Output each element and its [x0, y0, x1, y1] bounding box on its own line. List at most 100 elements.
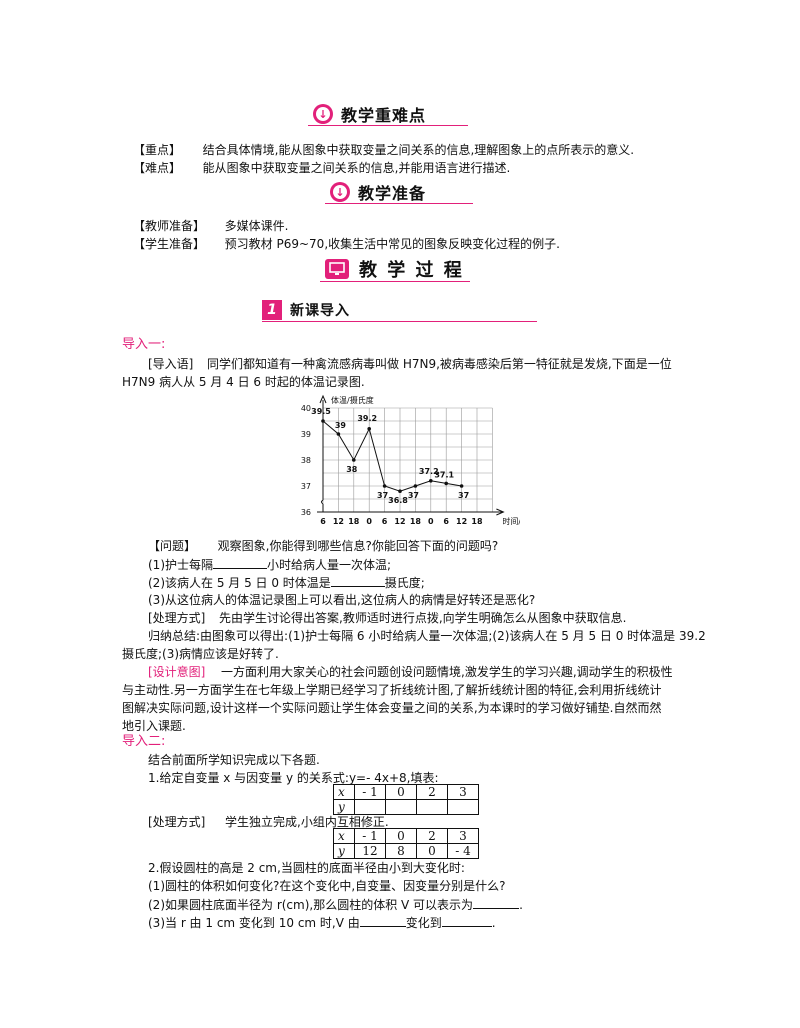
arrow-down-icon: ↓ — [313, 104, 333, 124]
x-tick-label: 18 — [410, 517, 422, 526]
summary-line1: 归纳总结:由图象可以得出:(1)护士每隔 6 小时给病人量一次体温;(2)该病人… — [148, 629, 706, 643]
series-line — [322, 420, 462, 492]
table-cell[interactable] — [416, 799, 448, 815]
data-label: 37 — [458, 491, 469, 500]
section-title-prep: ↓ 教学准备 — [330, 180, 426, 204]
data-label: 37 — [377, 491, 388, 500]
data-label: 37.1 — [434, 470, 454, 479]
student-prep-line: 【学生准备】 预习教材 P69~70,收集生活中常见的图象反映变化过程的例子. — [133, 236, 560, 252]
q3-line: (3)从这位病人的体温记录图上可以看出,这位病人的病情是好转还是恶化? — [148, 593, 536, 607]
data-label: 39.2 — [357, 414, 377, 423]
t2q3-text-b: 变化到 — [405, 916, 442, 930]
data-point — [336, 432, 341, 436]
data-label: 39.5 — [311, 407, 331, 416]
table-row: y — [333, 799, 479, 815]
y-tick-label: 39 — [301, 430, 311, 439]
x-tick-label: 12 — [333, 517, 344, 526]
answer-blank[interactable] — [473, 896, 520, 909]
x-tick-label: 6 — [382, 517, 388, 526]
divider — [308, 125, 468, 126]
table-cell[interactable] — [447, 799, 479, 815]
value-table-filled: x - 1 0 2 3 y 12 8 0 - 4 — [333, 828, 479, 859]
table-cell: y — [333, 799, 355, 815]
table-cell: 8 — [385, 843, 417, 859]
q2-line: (2)该病人在 5 月 5 日 0 时体温是 摄氏度; — [148, 574, 425, 591]
table-cell: 0 — [416, 843, 448, 859]
intro2-lead: 结合前面所学知识完成以下各题. — [148, 753, 320, 767]
answer-blank[interactable] — [330, 574, 385, 587]
section-title-text: 教学重难点 — [341, 106, 427, 125]
design-line1: [设计意图] 一方面利用大家关心的社会问题创设问题情境,激发学生的学习兴趣,调动… — [148, 664, 673, 680]
method-label: [处理方式] — [148, 611, 206, 625]
y-axis-label: 体温/摄氏度 — [331, 395, 374, 405]
data-label: 39 — [335, 421, 347, 430]
x-tick-label: 0 — [366, 517, 372, 526]
x-tick-label: 6 — [443, 517, 449, 526]
table-cell: x — [333, 784, 355, 800]
method-text: 先由学生讨论得出答案,教师适时进行点拨,向学生明确怎么从图象中获取信息. — [219, 611, 627, 625]
table-cell: 0 — [385, 784, 417, 800]
lead-text: 同学们都知道有一种禽流感病毒叫做 H7N9,被病毒感染后第一特征就是发烧,下面是… — [207, 357, 672, 371]
method-text: 学生独立完成,小组内互相修正. — [225, 815, 389, 829]
method-label: [处理方式] — [148, 815, 206, 829]
summary-line2: 摄氏度;(3)病情应该是好转了. — [122, 647, 279, 661]
value-table-empty: x - 1 0 2 3 y — [333, 784, 479, 815]
q2-text-b: 摄氏度; — [384, 576, 425, 590]
y-tick-label: 36 — [301, 508, 311, 517]
x-tick-label: 12 — [394, 517, 405, 526]
t2q2-text-b: . — [519, 898, 523, 912]
number-badge: 1 — [262, 300, 282, 320]
question-line: 【问题】 观察图象,你能得到哪些信息?你能回答下面的问题吗? — [148, 538, 498, 554]
focus-line: 【重点】 结合具体情境,能从图象中获取变量之间关系的信息,理解图象上的点所表示的… — [133, 142, 634, 158]
x-tick-label: 0 — [428, 517, 434, 526]
data-point — [444, 481, 448, 486]
table-cell: - 1 — [354, 828, 386, 844]
q1-text-b: 小时给病人量一次体温; — [267, 558, 392, 572]
x-tick-label: 6 — [320, 517, 326, 526]
answer-blank[interactable] — [441, 914, 492, 927]
design-line2: 与主动性.另一方面学生在七年级上学期已经学习了折线统计图,了解折线统计图的特征,… — [122, 683, 662, 697]
table-cell: 0 — [385, 828, 417, 844]
q1-text-a: (1)护士每隔 — [148, 558, 213, 572]
x-tick-label: 18 — [348, 517, 360, 526]
x-axis-label: 时间/时 — [502, 516, 520, 526]
data-point — [398, 489, 402, 493]
data-label: 36.8 — [388, 496, 408, 505]
y-tick-label: 38 — [301, 456, 311, 465]
table-row: y 12 8 0 - 4 — [333, 843, 479, 859]
divider — [325, 203, 473, 204]
question-label: 【问题】 — [148, 539, 197, 553]
t2q3-line: (3)当 r 由 1 cm 变化到 10 cm 时,V 由变化到. — [148, 914, 496, 931]
t2q1-line: (1)圆柱的体积如何变化?在这个变化中,自变量、因变量分别是什么? — [148, 879, 506, 893]
monitor-icon — [325, 259, 349, 279]
data-point — [429, 479, 433, 483]
teacher-prep-label: 【教师准备】 — [133, 219, 206, 233]
divider — [320, 281, 470, 282]
table-cell[interactable] — [385, 799, 417, 815]
section-title-text: 新课导入 — [290, 303, 350, 319]
difficulty-text: 能从图象中获取变量之间关系的信息,并能用语言进行描述. — [202, 161, 511, 175]
answer-blank[interactable] — [213, 556, 267, 569]
data-label: 37.2 — [419, 467, 439, 476]
axis-break — [321, 499, 324, 505]
data-point — [413, 484, 418, 488]
table-cell: x — [333, 828, 355, 844]
intro1-lead-line2: H7N9 病人从 5 月 4 日 6 时起的体温记录图. — [122, 375, 365, 389]
section-title-key-points: ↓ 教学重难点 — [313, 102, 426, 126]
x-tick-label: 12 — [456, 517, 467, 526]
table-row: x - 1 0 2 3 — [333, 784, 479, 800]
table-cell: y — [333, 843, 355, 859]
y-tick-label: 37 — [301, 482, 311, 491]
table-cell[interactable] — [354, 799, 386, 815]
table-cell: - 1 — [354, 784, 386, 800]
t2q2-text-a: (2)如果圆柱底面半径为 r(cm),那么圆柱的体积 V 可以表示为 — [148, 898, 474, 912]
t2q3-text-c: . — [491, 916, 496, 930]
data-point — [382, 484, 387, 488]
q2-text-a: (2)该病人在 5 月 5 日 0 时体温是 — [148, 576, 331, 590]
data-label: 37 — [408, 491, 419, 500]
section-title-process: 教 学 过 程 — [325, 256, 464, 282]
x-axis-arrow — [496, 508, 505, 516]
focus-label: 【重点】 — [133, 143, 182, 157]
teacher-prep-line: 【教师准备】 多媒体课件. — [133, 218, 289, 234]
answer-blank[interactable] — [359, 914, 406, 927]
